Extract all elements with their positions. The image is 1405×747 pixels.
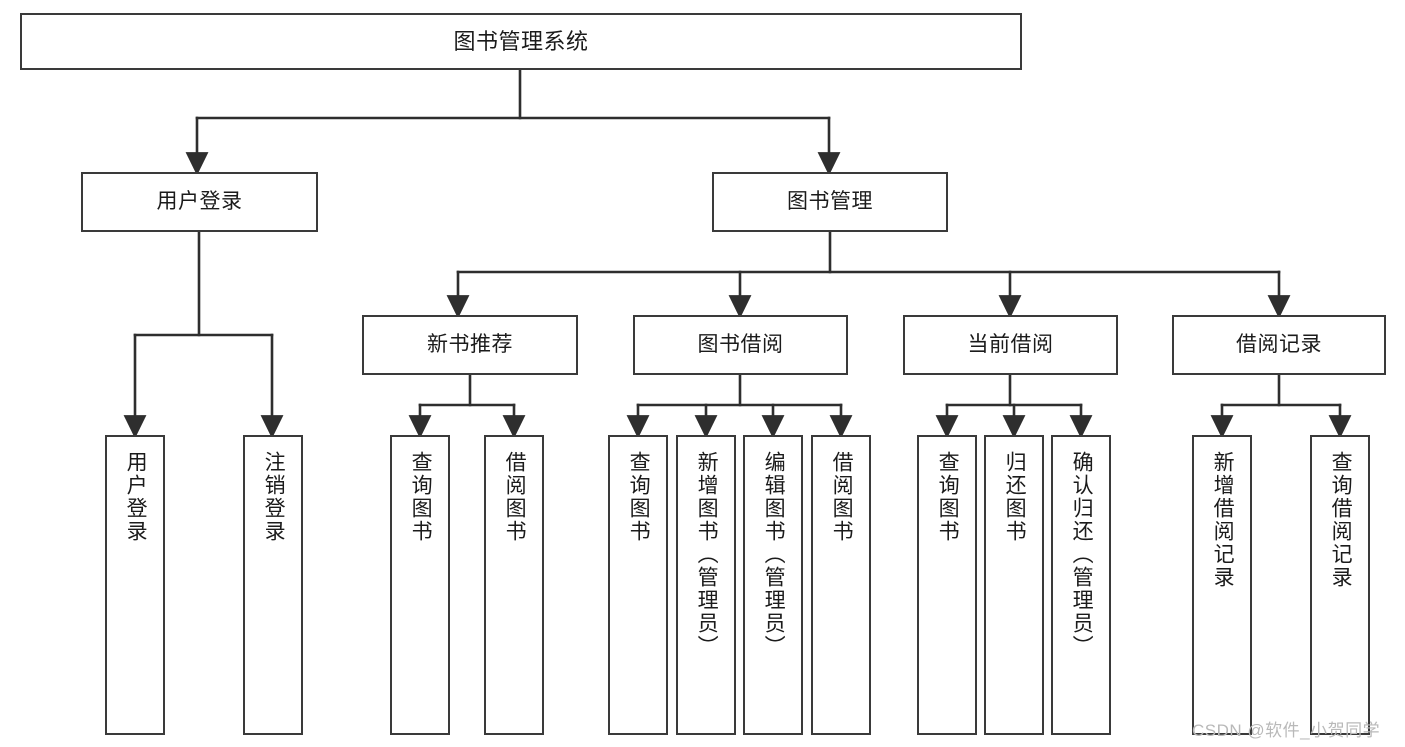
node-current-borrow-label: 当前借阅 [967,332,1054,356]
leaf-logout[interactable]: 注销登录 [243,435,303,735]
leaf-borrow-book-recommend[interactable]: 借阅图书 [484,435,544,735]
leaf-logout-label: 注销登录 [262,451,286,543]
leaf-borrow-book-label: 借阅图书 [830,451,854,543]
node-user-login[interactable]: 用户登录 [81,172,318,232]
leaf-add-book-admin[interactable]: 新增图书（管理员） [676,435,736,735]
leaf-borrow-book-recommend-label: 借阅图书 [503,451,527,543]
node-book-borrow-label: 图书借阅 [697,332,784,356]
leaf-query-book-borrow[interactable]: 查询图书 [608,435,668,735]
node-current-borrow[interactable]: 当前借阅 [903,315,1118,375]
node-book-borrow[interactable]: 图书借阅 [633,315,848,375]
leaf-query-borrow-record[interactable]: 查询借阅记录 [1310,435,1370,735]
leaf-user-login-label: 用户登录 [124,451,148,543]
node-book-management-label: 图书管理 [787,189,873,213]
node-book-management[interactable]: 图书管理 [712,172,948,232]
leaf-query-book-borrow-label: 查询图书 [627,451,651,543]
node-new-book-recommend[interactable]: 新书推荐 [362,315,578,375]
leaf-add-borrow-record-label: 新增借阅记录 [1211,451,1235,589]
leaf-confirm-return-admin-label: 确认归还（管理员） [1070,451,1094,658]
node-root[interactable]: 图书管理系统 [20,13,1022,70]
leaf-return-book[interactable]: 归还图书 [984,435,1044,735]
node-user-login-label: 用户登录 [156,189,243,213]
node-new-book-recommend-label: 新书推荐 [427,332,513,356]
leaf-return-book-label: 归还图书 [1003,451,1027,543]
csdn-watermark: CSDN @软件_小贺同学 [1192,721,1381,740]
leaf-edit-book-admin-label: 编辑图书（管理员） [762,451,786,658]
leaf-edit-book-admin[interactable]: 编辑图书（管理员） [743,435,803,735]
leaf-query-book-recommend-label: 查询图书 [409,451,433,543]
node-borrow-record[interactable]: 借阅记录 [1172,315,1386,375]
leaf-query-borrow-record-label: 查询借阅记录 [1329,451,1353,589]
leaf-borrow-book[interactable]: 借阅图书 [811,435,871,735]
leaf-add-borrow-record[interactable]: 新增借阅记录 [1192,435,1252,735]
leaf-query-book-current-label: 查询图书 [936,451,960,543]
leaf-query-book-recommend[interactable]: 查询图书 [390,435,450,735]
node-root-label: 图书管理系统 [453,28,589,54]
leaf-confirm-return-admin[interactable]: 确认归还（管理员） [1051,435,1111,735]
leaf-user-login[interactable]: 用户登录 [105,435,165,735]
leaf-query-book-current[interactable]: 查询图书 [917,435,977,735]
node-borrow-record-label: 借阅记录 [1236,332,1322,356]
leaf-add-book-admin-label: 新增图书（管理员） [695,451,719,658]
